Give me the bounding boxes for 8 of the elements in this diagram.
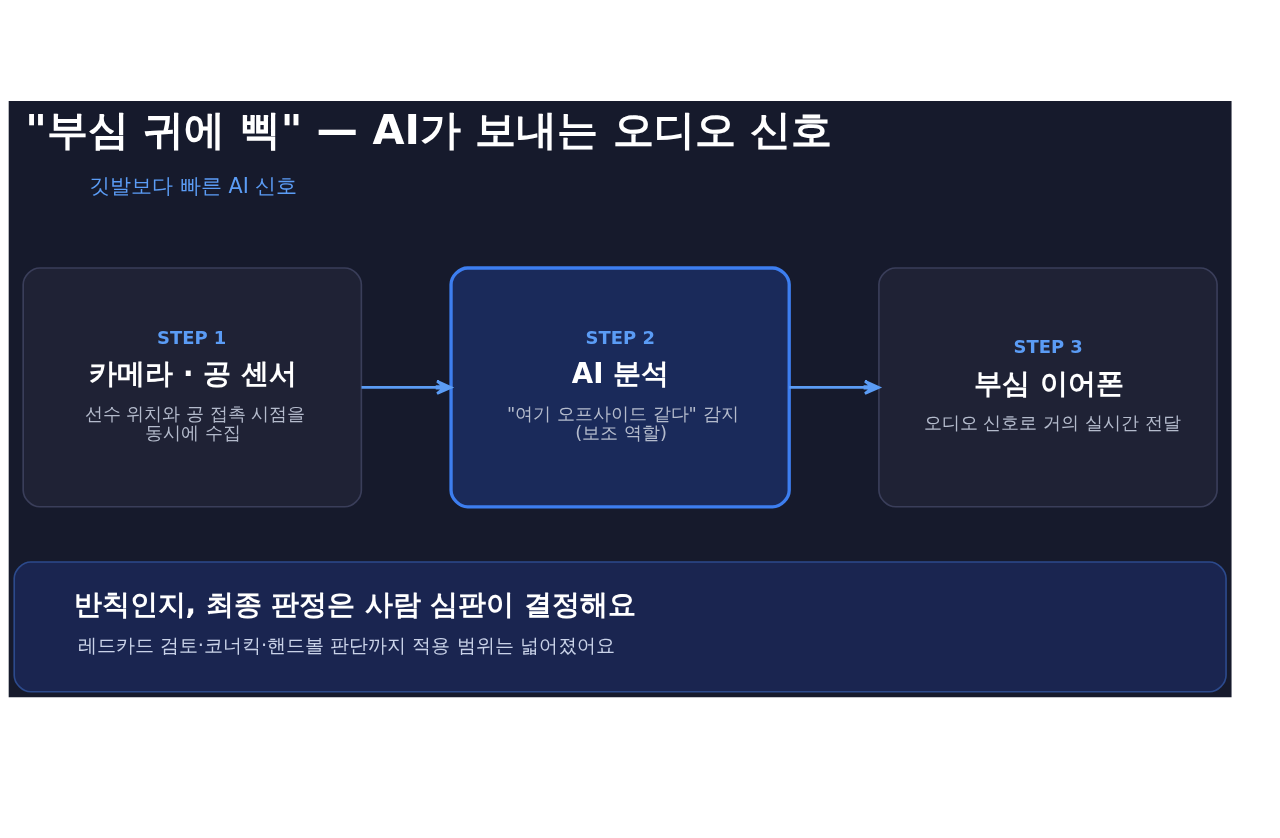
diagram-title: "부심 귀에 삑" — AI가 보내는 오디오 신호	[25, 105, 833, 154]
arrow	[789, 379, 881, 395]
node-box: STEP 3 부심 이어폰 오디오 신호로 거의 실시간 전달	[878, 267, 1218, 508]
arrow	[361, 379, 453, 395]
node-box: 반칙인지, 최종 판정은 사람 심판이 결정해요 레드카드 검토·코너킥·핸드볼 판단까지 적용 범위는 넓어졌어요	[13, 561, 1227, 693]
label: 깃발보다 빠른 AI 신호	[89, 173, 298, 198]
node-box: STEP 2 AI 분석 "여기 오프사이드 같다" 감지 (보조 역할)	[449, 266, 791, 509]
node-box: STEP 1 카메라 · 공 센서 선수 위치와 공 접촉 시점을 동시에 수집	[22, 267, 363, 508]
